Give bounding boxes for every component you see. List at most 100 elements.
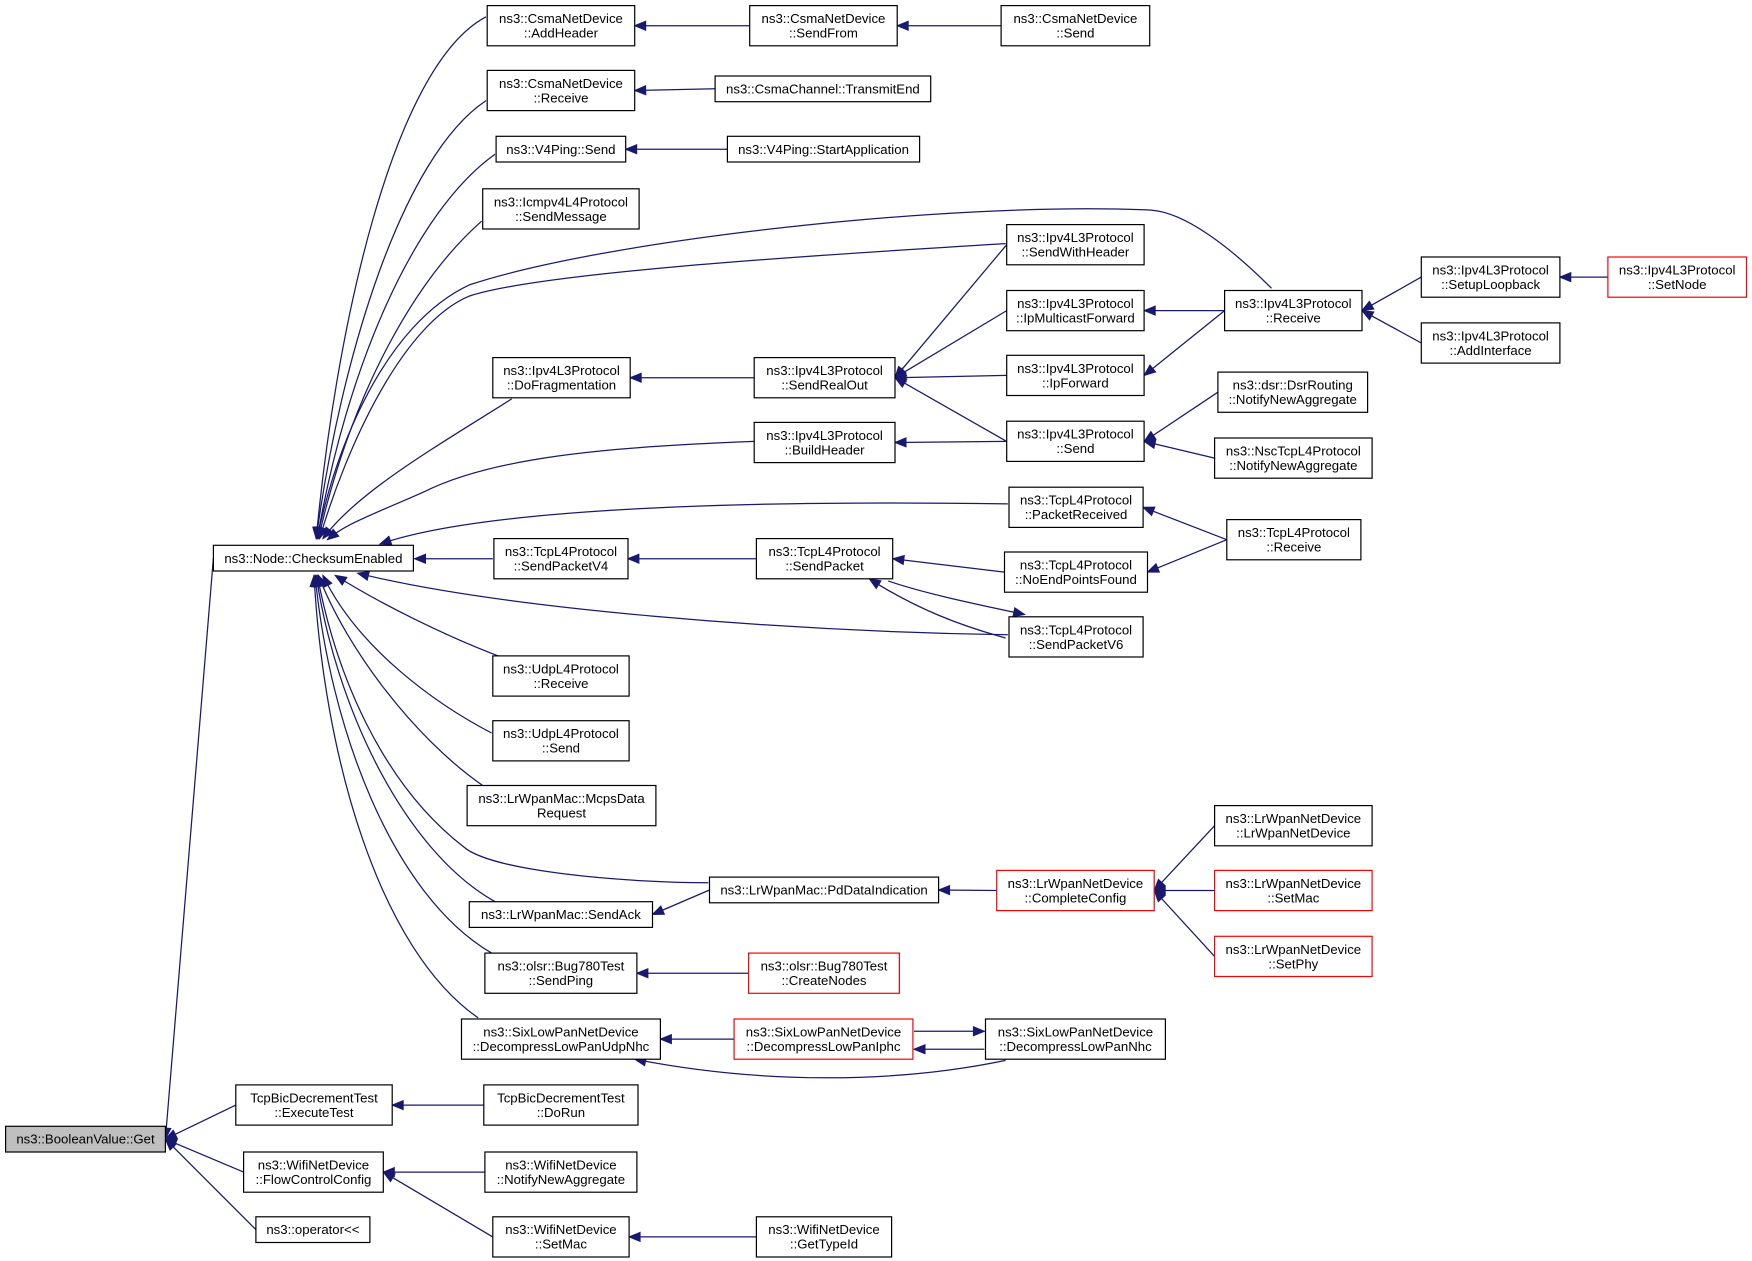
node-ipv4-buildheader[interactable]: ns3::Ipv4L3Protocol::BuildHeader — [753, 421, 896, 464]
node-tcp-sendv6[interactable]: ns3::TcpL4Protocol::SendPacketV6 — [1008, 616, 1144, 658]
node-box — [714, 75, 932, 103]
node-label-line: ns3::LrWpanMac::PdDataIndication — [720, 883, 927, 898]
node-ipv4-addif[interactable]: ns3::Ipv4L3Protocol::AddInterface — [1420, 322, 1561, 364]
node-ipv4-ipforward[interactable]: ns3::Ipv4L3Protocol::IpForward — [1006, 354, 1145, 397]
edge-ipv4_send-to-ipv4_sendrealout — [894, 377, 1008, 442]
node-lrmac-pddata[interactable]: ns3::LrWpanMac::PdDataIndication — [708, 876, 940, 904]
node-box — [495, 135, 627, 163]
edge-v4ping_start-to-v4ping_send-arrowhead — [624, 143, 638, 155]
node-lrnd-ctor[interactable]: ns3::LrWpanNetDevice::LrWpanNetDevice — [1213, 804, 1373, 847]
node-v4ping-send[interactable]: ns3::V4Ping::Send — [495, 135, 627, 163]
node-label-line: ns3::V4Ping::Send — [506, 142, 615, 157]
node-wifi-notify[interactable]: ns3::WifiNetDevice::NotifyNewAggregate — [484, 1151, 638, 1193]
edge-ipv4_sendwithheader-to-ipv4_sendrealout — [894, 244, 1008, 379]
node-box — [1213, 869, 1373, 912]
node-olsr-createnodes[interactable]: ns3::olsr::Bug780Test::CreateNodes — [747, 952, 900, 994]
node-nsctcp-notify[interactable]: ns3::NscTcpL4Protocol::NotifyNewAggregat… — [1213, 437, 1373, 479]
node-root[interactable]: ns3::BooleanValue::Get — [4, 1125, 167, 1153]
node-udp-receive[interactable]: ns3::UdpL4Protocol::Receive — [492, 655, 630, 697]
node-tcpbic-exec[interactable]: TcpBicDecrementTest::ExecuteTest — [235, 1084, 393, 1126]
edge-dsr_notify-to-ipv4_send — [1143, 391, 1219, 442]
node-ipv4-setnode[interactable]: ns3::Ipv4L3Protocol::SetNode — [1607, 256, 1748, 298]
node-label-line: ::DoRun — [537, 1105, 585, 1120]
node-label-line: ns3::Ipv4L3Protocol — [766, 363, 883, 378]
node-lrmac-sendack[interactable]: ns3::LrWpanMac::SendAck — [468, 901, 654, 929]
node-six-iphc[interactable]: ns3::SixLowPanNetDevice::DecompressLowPa… — [733, 1018, 914, 1060]
node-box — [1420, 322, 1561, 364]
node-tcp-sendv4[interactable]: ns3::TcpL4Protocol::SendPacketV4 — [493, 537, 629, 580]
edge-tcp_packetrecv-to-checksum — [379, 502, 1008, 545]
node-wifi-gettypeid[interactable]: ns3::WifiNetDevice::GetTypeId — [755, 1216, 893, 1258]
node-tcp-sendpacket[interactable]: ns3::TcpL4Protocol::SendPacket — [755, 537, 894, 580]
edge-lrmac_sendack-to-checksum — [315, 575, 496, 903]
node-label-line: ns3::Ipv4L3Protocol — [1017, 361, 1134, 376]
node-label-line: ::SendPacket — [785, 559, 864, 574]
node-box — [1008, 486, 1144, 529]
node-label-line: ns3::Ipv4L3Protocol — [1017, 230, 1134, 245]
node-six-udpnhc[interactable]: ns3::SixLowPanNetDevice::DecompressLowPa… — [460, 1018, 661, 1060]
node-label-line: ::DecompressLowPanUdpNhc — [473, 1039, 650, 1054]
node-label-line: ns3::SixLowPanNetDevice — [483, 1024, 638, 1039]
node-lrnd-setmac[interactable]: ns3::LrWpanNetDevice::SetMac — [1213, 869, 1373, 912]
node-csma-receive[interactable]: ns3::CsmaNetDevice::Receive — [486, 69, 636, 112]
node-label-line: ns3::Ipv4L3Protocol — [1432, 328, 1549, 343]
node-tcp-packetrecv[interactable]: ns3::TcpL4Protocol::PacketReceived — [1008, 486, 1144, 529]
node-label-line: ::FlowControlConfig — [256, 1172, 372, 1187]
node-tcp-receive[interactable]: ns3::TcpL4Protocol::Receive — [1226, 518, 1362, 561]
node-box — [726, 135, 921, 163]
edge-icmp_sendmsg-to-checksum — [317, 220, 483, 539]
node-ipv4-setuploop[interactable]: ns3::Ipv4L3Protocol::SetupLoopback — [1420, 256, 1561, 298]
node-label-line: ns3::Node::ChecksumEnabled — [224, 551, 402, 566]
node-label-line: ns3::LrWpanNetDevice — [1226, 876, 1362, 891]
node-ipv4-sendrealout[interactable]: ns3::Ipv4L3Protocol::SendRealOut — [753, 357, 896, 399]
node-v4ping-start[interactable]: ns3::V4Ping::StartApplication — [726, 135, 921, 163]
node-udp-send[interactable]: ns3::UdpL4Protocol::Send — [492, 720, 630, 762]
edge-wifi_setmac-to-wifi_flow — [382, 1171, 494, 1238]
node-label-line: ::DecompressLowPanNhc — [999, 1039, 1152, 1054]
node-tcp-noendpoints[interactable]: ns3::TcpL4Protocol::NoEndPointsFound — [1003, 551, 1149, 593]
node-wifi-setmac[interactable]: ns3::WifiNetDevice::SetMac — [492, 1216, 630, 1258]
edge-ipv4_send-to-ipv4_sendrealout-arrowhead — [893, 377, 908, 388]
node-ipv4-dofrag[interactable]: ns3::Ipv4L3Protocol::DoFragmentation — [492, 357, 631, 399]
edge-ipv4_ipmcast-to-ipv4_sendrealout — [894, 310, 1008, 379]
node-csma-addheader[interactable]: ns3::CsmaNetDevice::AddHeader — [486, 4, 636, 47]
node-box — [1217, 371, 1369, 413]
node-label-line: ::CompleteConfig — [1025, 890, 1127, 905]
node-label-line: ::GetTypeId — [790, 1237, 858, 1252]
node-lrnd-setphy[interactable]: ns3::LrWpanNetDevice::SetPhy — [1213, 935, 1373, 978]
node-label-line: ::LrWpanNetDevice — [1236, 826, 1350, 841]
node-ipv4-ipmcast[interactable]: ns3::Ipv4L3Protocol::IpMulticastForward — [1006, 289, 1145, 332]
node-ipv4-receive[interactable]: ns3::Ipv4L3Protocol::Receive — [1223, 289, 1363, 332]
node-checksum[interactable]: ns3::Node::ChecksumEnabled — [212, 544, 414, 572]
node-label-line: ::Receive — [1266, 540, 1321, 555]
node-lrnd-complete[interactable]: ns3::LrWpanNetDevice::CompleteConfig — [996, 869, 1155, 912]
node-box — [1607, 256, 1748, 298]
edge-ipv4_addif-to-ipv4_receive-arrowhead — [1360, 309, 1375, 321]
node-olsr-sendping[interactable]: ns3::olsr::Bug780Test::SendPing — [484, 952, 638, 994]
edge-tcp_noendpoints-to-tcp_sendpacket — [892, 558, 1005, 573]
node-six-nhc[interactable]: ns3::SixLowPanNetDevice::DecompressLowPa… — [984, 1018, 1166, 1060]
node-box — [492, 655, 630, 697]
node-box — [1420, 256, 1561, 298]
node-csma-send[interactable]: ns3::CsmaNetDevice::Send — [1000, 4, 1151, 47]
node-label-line: ns3::WifiNetDevice — [505, 1157, 616, 1172]
edge-udp_receive-to-checksum — [334, 574, 505, 659]
node-label-line: ::DecompressLowPanIphc — [747, 1039, 901, 1054]
node-dsr-notify[interactable]: ns3::dsr::DsrRouting::NotifyNewAggregate — [1217, 371, 1369, 413]
node-csma-sendfrom[interactable]: ns3::CsmaNetDevice::SendFrom — [749, 4, 898, 47]
node-tcpbic-dorun[interactable]: TcpBicDecrementTest::DoRun — [483, 1084, 639, 1126]
node-wifi-flow[interactable]: ns3::WifiNetDevice::FlowControlConfig — [243, 1151, 384, 1193]
node-icmp-sendmsg[interactable]: ns3::Icmpv4L4Protocol::SendMessage — [482, 188, 640, 230]
node-label-line: TcpBicDecrementTest — [497, 1090, 625, 1105]
node-label-line: ns3::UdpL4Protocol — [503, 661, 619, 676]
node-csmach-transmitend[interactable]: ns3::CsmaChannel::TransmitEnd — [714, 75, 932, 103]
edge-ipv4_sendrealout-to-ipv4_dofrag-arrowhead — [628, 372, 642, 383]
node-ipv4-send[interactable]: ns3::Ipv4L3Protocol::Send — [1006, 420, 1145, 463]
node-operator[interactable]: ns3::operator<< — [255, 1216, 371, 1244]
node-box — [1213, 804, 1373, 847]
edge-six_iphc-to-six_udpnhc-arrowhead — [659, 1033, 672, 1045]
node-ipv4-sendwithheader[interactable]: ns3::Ipv4L3Protocol::SendWithHeader — [1006, 224, 1145, 266]
node-label-line: ::Send — [1056, 441, 1094, 456]
edge-olsr_sendping-to-checksum — [314, 575, 492, 954]
